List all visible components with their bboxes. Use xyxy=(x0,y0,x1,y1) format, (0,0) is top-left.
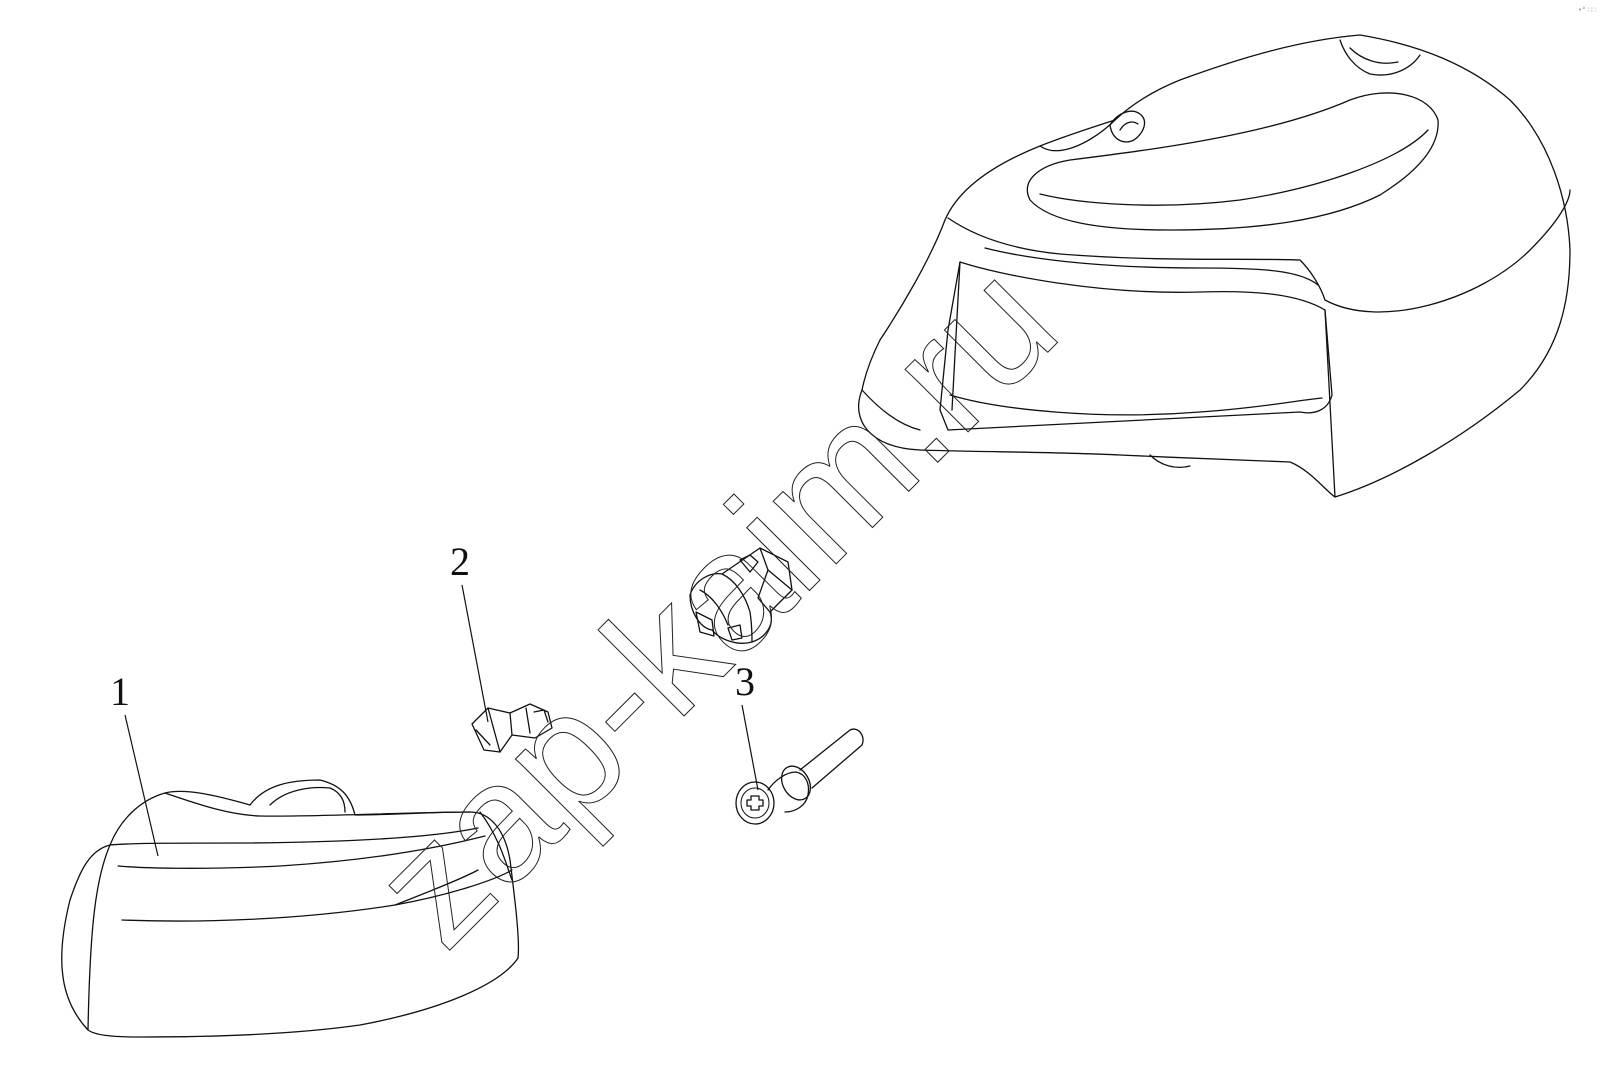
watermark-text: zap-kaim.ru xyxy=(338,227,1091,980)
part-screw-drawing xyxy=(735,728,864,825)
watermark: zap-kaim.ru xyxy=(337,226,1091,980)
corner-mark: •° ∷∷ xyxy=(1578,6,1597,14)
callout-2: 2 xyxy=(450,539,489,723)
part-socket-drawing xyxy=(689,547,793,644)
part-bulb-drawing xyxy=(471,703,553,753)
callout-3: 3 xyxy=(735,659,759,791)
part-housing-drawing xyxy=(857,34,1571,498)
leader-line-2 xyxy=(461,584,489,723)
part-lens-drawing xyxy=(61,779,520,1038)
leader-line-3 xyxy=(741,704,759,791)
callout-label-1: 1 xyxy=(110,669,130,714)
callout-label-3: 3 xyxy=(735,659,755,704)
callout-label-2: 2 xyxy=(450,539,470,584)
callout-1: 1 xyxy=(110,669,159,857)
leader-line-1 xyxy=(124,714,159,857)
